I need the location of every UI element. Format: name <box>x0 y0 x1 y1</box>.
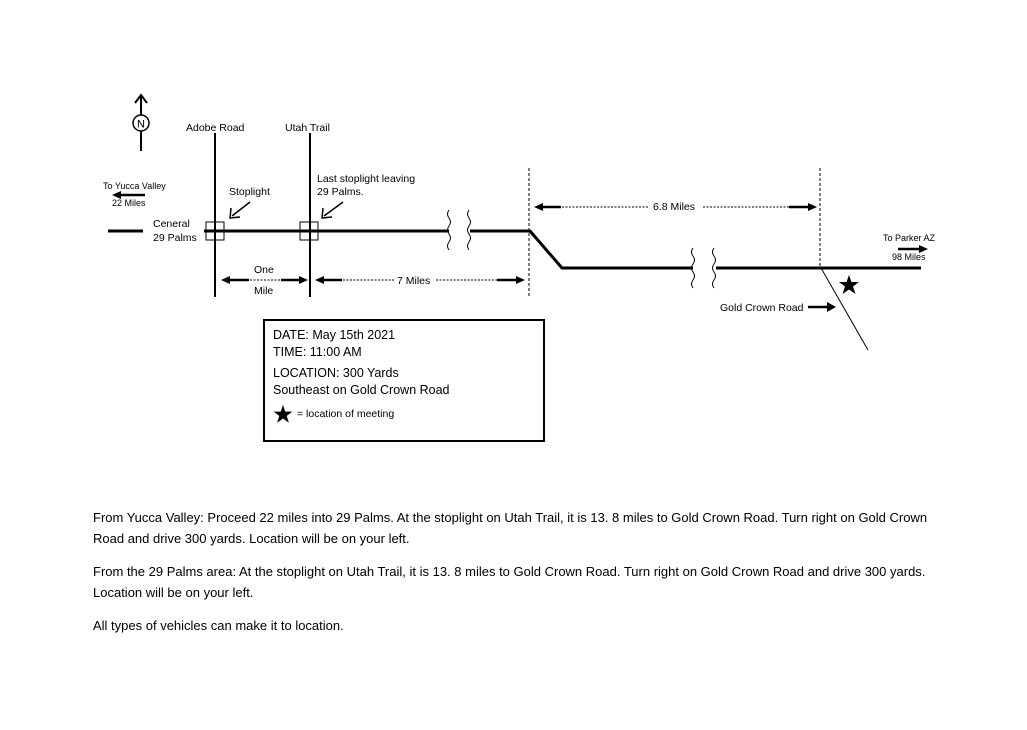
one-mile-dimension <box>221 276 308 284</box>
last-stoplight-label-line2: 29 Palms. <box>317 186 364 198</box>
road-break-icon <box>447 209 471 251</box>
compass-letter: N <box>137 119 145 131</box>
one-mile-label-line1: One <box>254 264 274 276</box>
one-mile-label-line2: Mile <box>254 285 273 297</box>
pointer-arrow-icon <box>321 201 344 219</box>
gold-crown-road-line <box>820 267 869 351</box>
meeting-location-star-icon <box>839 275 859 294</box>
meeting-time: TIME: 11:00 AM <box>273 345 362 359</box>
arrow-left-icon <box>112 191 145 199</box>
yucca-distance-label: 22 Miles <box>112 198 146 208</box>
gold-crown-road-label: Gold Crown Road <box>720 302 804 314</box>
road-break-icon <box>691 247 716 289</box>
star-legend-icon <box>273 405 293 423</box>
utah-trail-label: Utah Trail <box>285 122 330 134</box>
to-parker-label: To Parker AZ <box>883 233 936 243</box>
last-stoplight-label-line1: Last stoplight leaving <box>317 173 415 185</box>
meeting-location-line1: LOCATION: 300 Yards <box>273 366 399 380</box>
highway-jog <box>470 229 693 270</box>
pointer-arrow-icon <box>229 201 251 219</box>
meeting-location-line2: Southeast on Gold Crown Road <box>273 383 450 397</box>
vehicle-note: All types of vehicles can make it to loc… <box>93 618 344 633</box>
stoplight-icon <box>299 221 319 241</box>
seven-miles-label: 7 Miles <box>397 275 430 287</box>
central-label-line2: 29 Palms <box>153 232 197 244</box>
stoplight-icon <box>205 221 225 241</box>
stoplight-label: Stoplight <box>229 186 270 198</box>
six-eight-miles-dimension <box>534 203 817 211</box>
north-compass-icon: N <box>132 93 150 151</box>
six-eight-miles-label: 6.8 Miles <box>653 201 695 213</box>
directions-text: From Yucca Valley: Proceed 22 miles into… <box>93 507 933 648</box>
adobe-road-label: Adobe Road <box>186 122 245 134</box>
arrow-right-icon <box>808 302 836 312</box>
meeting-date: DATE: May 15th 2021 <box>273 328 396 342</box>
meeting-info-box: DATE: May 15th 2021 TIME: 11:00 AM LOCAT… <box>263 319 545 442</box>
arrow-right-icon <box>898 245 928 253</box>
central-label-line1: Ceneral <box>153 218 190 230</box>
to-yucca-valley-label: To Yucca Valley <box>103 181 166 191</box>
directions-from-yucca: From Yucca Valley: Proceed 22 miles into… <box>93 510 928 546</box>
directions-from-29-palms: From the 29 Palms area: At the stoplight… <box>93 564 926 600</box>
parker-distance-label: 98 Miles <box>892 252 926 262</box>
seven-miles-dimension <box>315 276 525 284</box>
map-legend: = location of meeting <box>273 404 535 424</box>
legend-text: = location of meeting <box>297 407 395 420</box>
